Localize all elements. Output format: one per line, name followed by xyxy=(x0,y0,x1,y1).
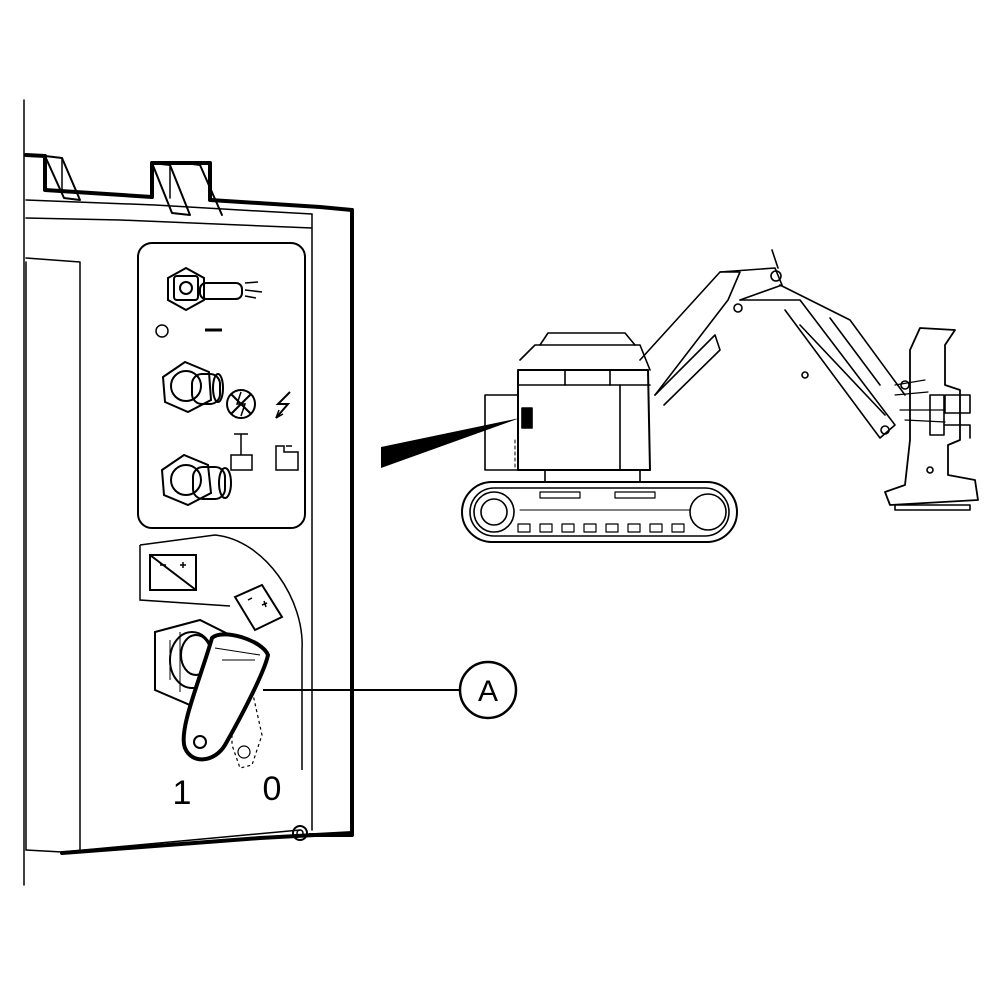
master-switch-key[interactable] xyxy=(181,632,271,762)
switch-position-on-label: 1 xyxy=(173,774,192,812)
location-pointer-wedge xyxy=(381,418,520,468)
pushbutton-icon xyxy=(161,360,224,414)
callout-letter: A xyxy=(478,675,498,708)
toggle-switch-icon xyxy=(155,266,263,338)
no-spark-icon xyxy=(226,389,256,471)
battery-icon xyxy=(233,583,284,632)
switch-position-off-label: 0 xyxy=(263,770,282,808)
battery-switch-plate xyxy=(139,534,303,770)
callout-a: A xyxy=(458,660,518,720)
battery-disconnect-icon xyxy=(149,554,197,591)
pushbutton-icon-2 xyxy=(160,453,232,507)
tracked-machine-illustration xyxy=(461,249,979,543)
machine-panel-enclosure xyxy=(23,99,354,886)
lightning-icon xyxy=(275,391,299,471)
control-plate xyxy=(137,242,306,529)
